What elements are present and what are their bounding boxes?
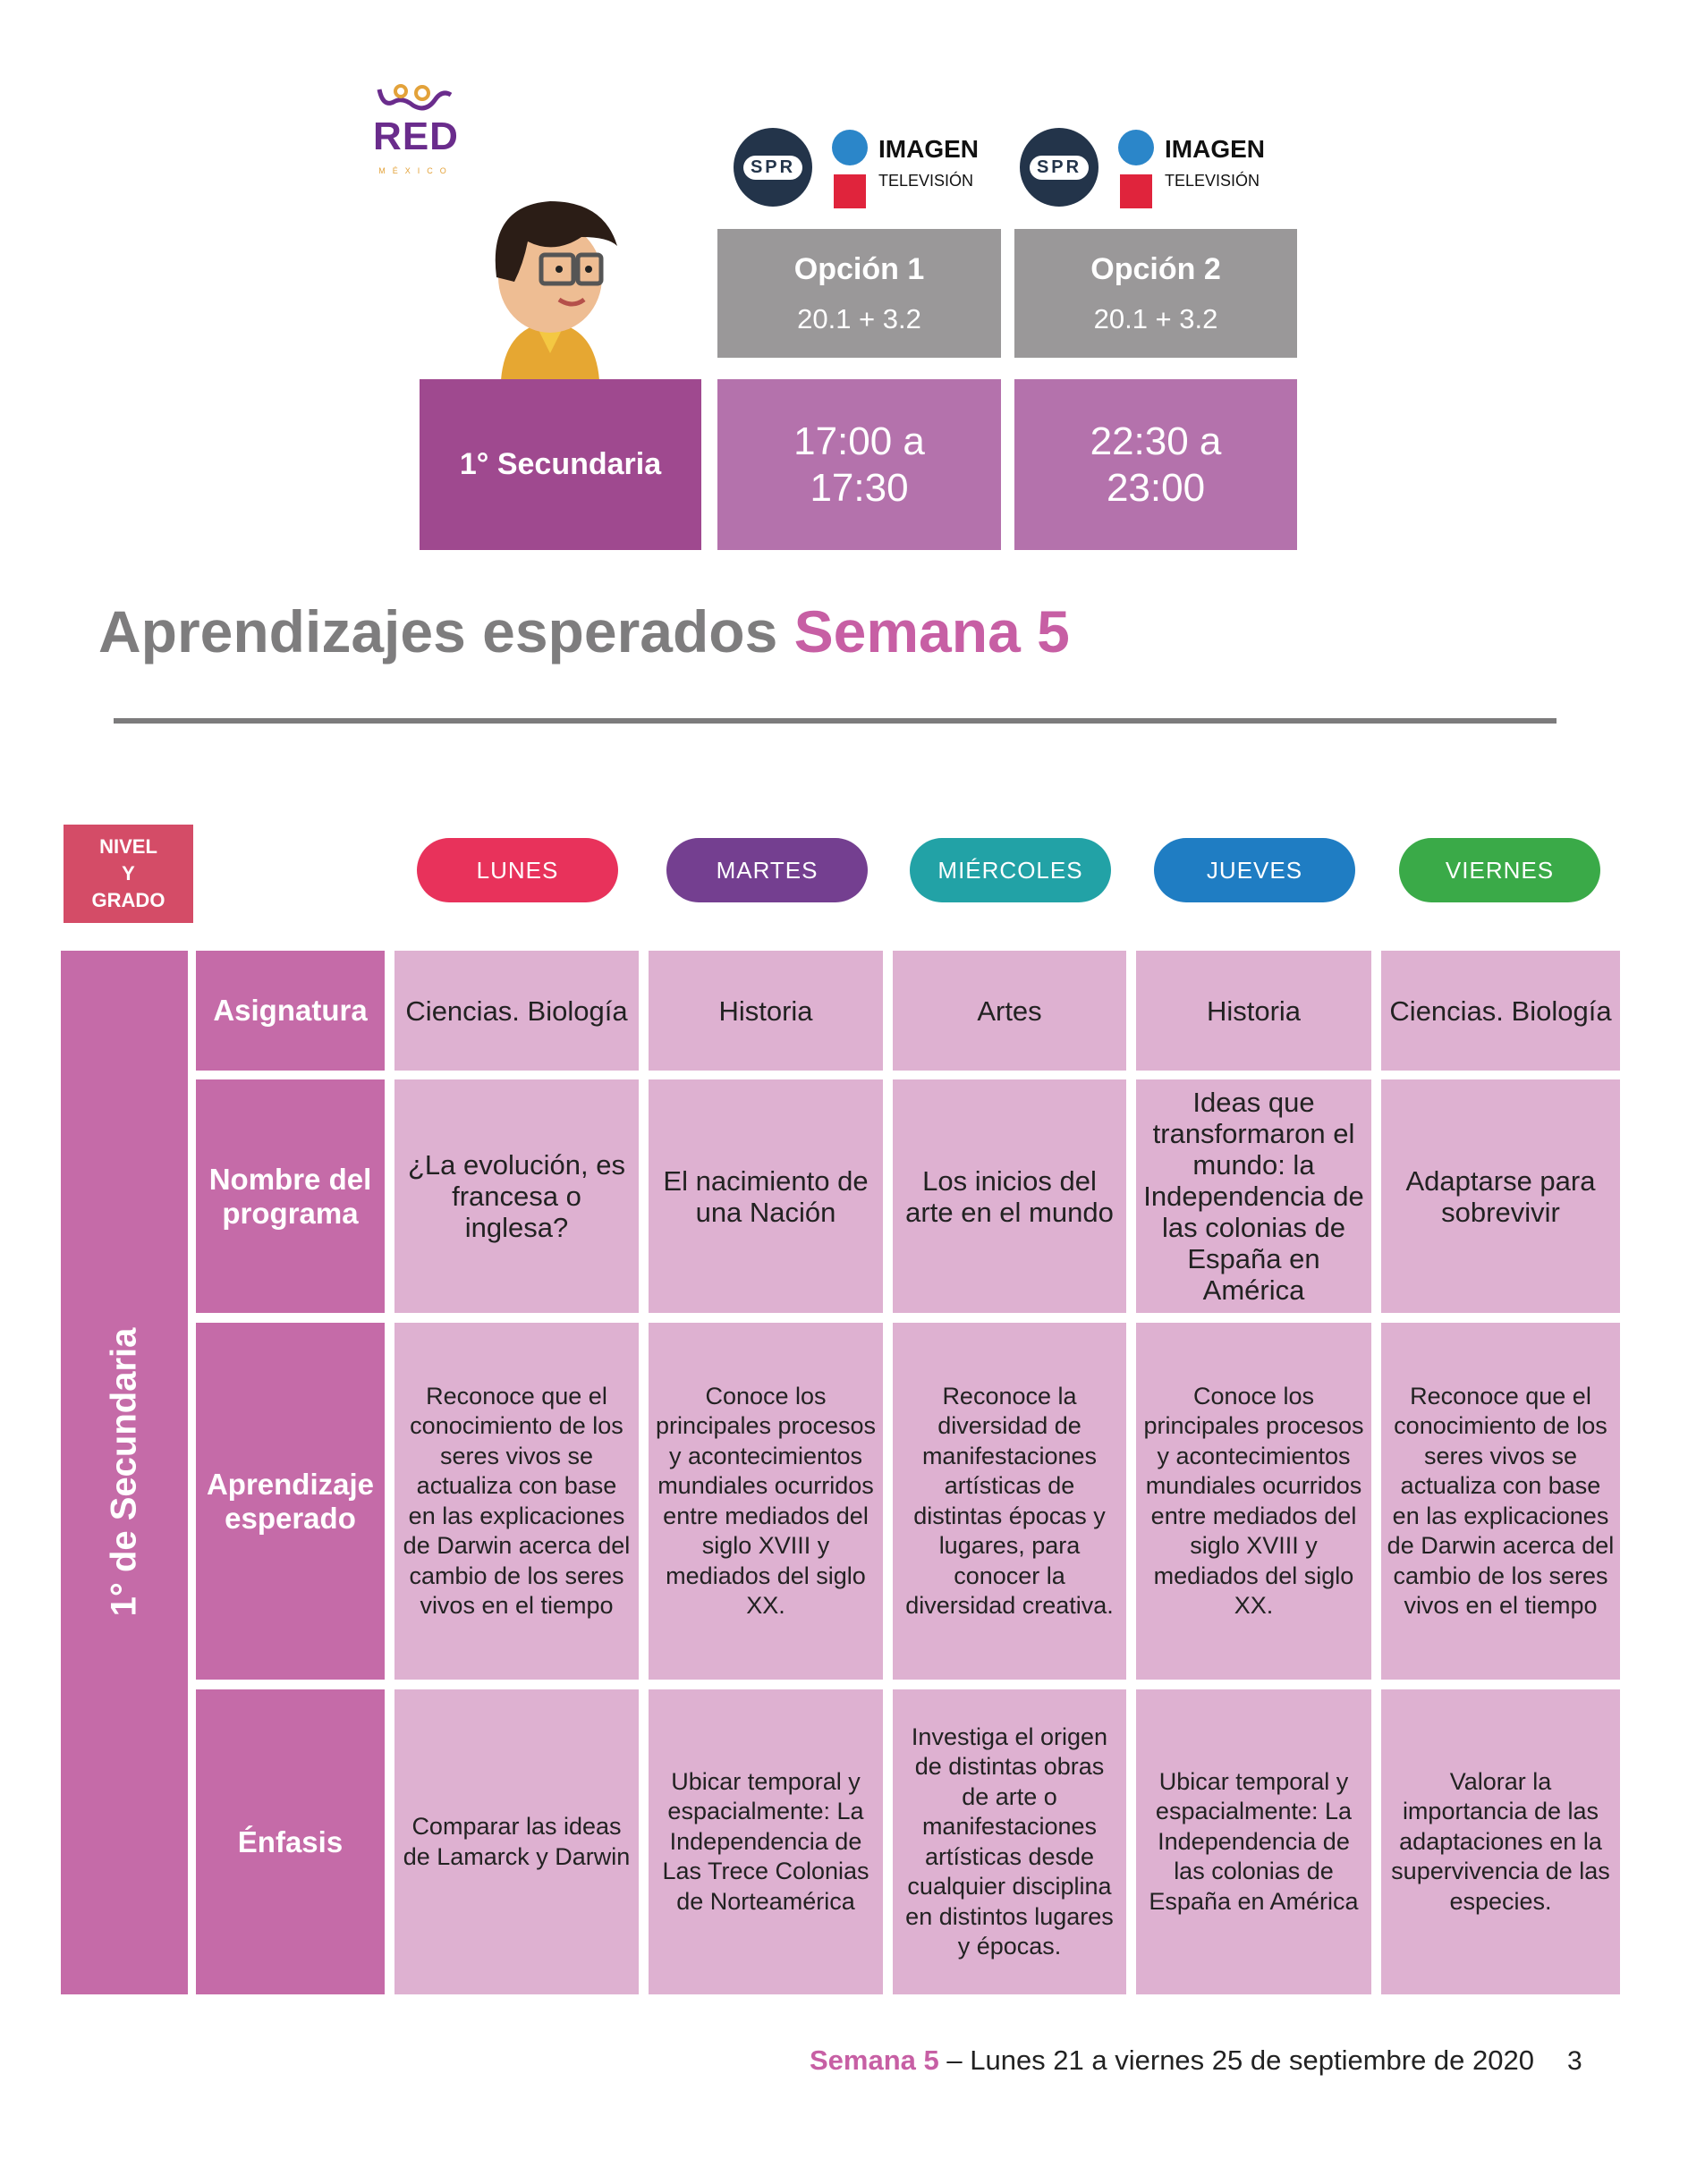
table-cell-emphasis: Ubicar temporal y espacialmente: La Inde… — [1136, 1689, 1371, 1994]
spr-logo: SPR — [1020, 128, 1098, 207]
table-cell-learnings: Reconoce la diversidad de manifestacione… — [893, 1323, 1126, 1680]
imagen-text: IMAGEN — [878, 135, 979, 163]
table-cell-subjects: Ciencias. Biología — [394, 951, 639, 1071]
level-label: 1° de Secundaria — [104, 1327, 144, 1617]
option-channels: 20.1 + 3.2 — [797, 302, 921, 334]
red-logo-text: RED — [373, 114, 459, 158]
grade-label: 1° Secundaria — [420, 379, 701, 550]
table-cell-learnings: Conoce los principales procesos y aconte… — [1136, 1323, 1371, 1680]
footer: Semana 5 – Lunes 21 a viernes 25 de sept… — [810, 2044, 1534, 2077]
red-logo-subtext: MÉXICO — [378, 166, 454, 175]
page-number: 3 — [1567, 2046, 1582, 2076]
option-channels: 20.1 + 3.2 — [1093, 302, 1218, 334]
table-cell-subjects: Ciencias. Biología — [1381, 951, 1620, 1071]
option-1-header: Opción 1 20.1 + 3.2 — [717, 229, 1001, 358]
row-label: Nombre del programa — [196, 1079, 385, 1313]
time-start: 22:30 a — [1090, 419, 1222, 463]
spr-logo-text: SPR — [742, 155, 803, 180]
option-label: Opción 1 — [793, 251, 925, 286]
time-start: 17:00 a — [793, 419, 925, 463]
imagen-tv-logo: IMAGEN TELEVISIÓN — [832, 130, 993, 210]
spr-logo-text: SPR — [1029, 155, 1090, 180]
table-cell-subjects: Artes — [893, 951, 1126, 1071]
nivel-grado-label: NIVEL Y GRADO — [64, 825, 193, 923]
table-cell-programs: Los inicios del arte en el mundo — [893, 1079, 1126, 1313]
table-cell-programs: ¿La evolución, es francesa o inglesa? — [394, 1079, 639, 1313]
footer-dates: – Lunes 21 a viernes 25 de septiembre de… — [938, 2044, 1534, 2076]
page-title: Aprendizajes esperados Semana 5 — [98, 597, 1070, 665]
television-text: TELEVISIÓN — [1165, 172, 1260, 190]
option-label: Opción 2 — [1090, 251, 1221, 286]
table-cell-programs: Adaptarse para sobrevivir — [1381, 1079, 1620, 1313]
title-main: Aprendizajes esperados — [98, 598, 794, 665]
day-pill-miércoles: MIÉRCOLES — [910, 838, 1111, 902]
red-logo-mark-icon — [377, 84, 453, 111]
table-cell-emphasis: Ubicar temporal y espacialmente: La Inde… — [649, 1689, 883, 1994]
imagen-tv-logo: IMAGEN TELEVISIÓN — [1118, 130, 1279, 210]
row-label: Énfasis — [196, 1689, 385, 1994]
imagen-text: IMAGEN — [1165, 135, 1265, 163]
table-cell-learnings: Reconoce que el conocimiento de los sere… — [1381, 1323, 1620, 1680]
row-label: Asignatura — [196, 951, 385, 1071]
title-highlight: Semana 5 — [793, 598, 1070, 665]
option-2-header: Opción 2 20.1 + 3.2 — [1014, 229, 1297, 358]
divider — [114, 718, 1557, 724]
level-band — [61, 951, 188, 1994]
time-end: 17:30 — [810, 465, 909, 510]
day-pill-martes: MARTES — [666, 838, 868, 902]
table-cell-emphasis: Investiga el origen de distintas obras d… — [893, 1689, 1126, 1994]
nivel-text: Y — [122, 862, 135, 885]
table-cell-emphasis: Valorar la importancia de las adaptacion… — [1381, 1689, 1620, 1994]
nivel-text: NIVEL — [99, 835, 157, 858]
table-cell-programs: Ideas que transformaron el mundo: la Ind… — [1136, 1079, 1371, 1313]
day-pill-jueves: JUEVES — [1154, 838, 1355, 902]
table-cell-learnings: Reconoce que el conocimiento de los sere… — [394, 1323, 639, 1680]
row-label: Aprendizaje esperado — [196, 1323, 385, 1680]
table-cell-subjects: Historia — [649, 951, 883, 1071]
spr-logo: SPR — [734, 128, 812, 207]
table-cell-learnings: Conoce los principales procesos y aconte… — [649, 1323, 883, 1680]
student-character-illustration — [495, 201, 617, 380]
day-pill-viernes: VIERNES — [1399, 838, 1600, 902]
table-cell-subjects: Historia — [1136, 951, 1371, 1071]
day-pill-lunes: LUNES — [417, 838, 618, 902]
table-cell-emphasis: Comparar las ideas de Lamarck y Darwin — [394, 1689, 639, 1994]
footer-week: Semana 5 — [809, 2044, 939, 2076]
television-text: TELEVISIÓN — [878, 172, 974, 190]
nivel-text: GRADO — [91, 889, 165, 911]
time-end: 23:00 — [1106, 465, 1206, 510]
table-cell-programs: El nacimiento de una Nación — [649, 1079, 883, 1313]
